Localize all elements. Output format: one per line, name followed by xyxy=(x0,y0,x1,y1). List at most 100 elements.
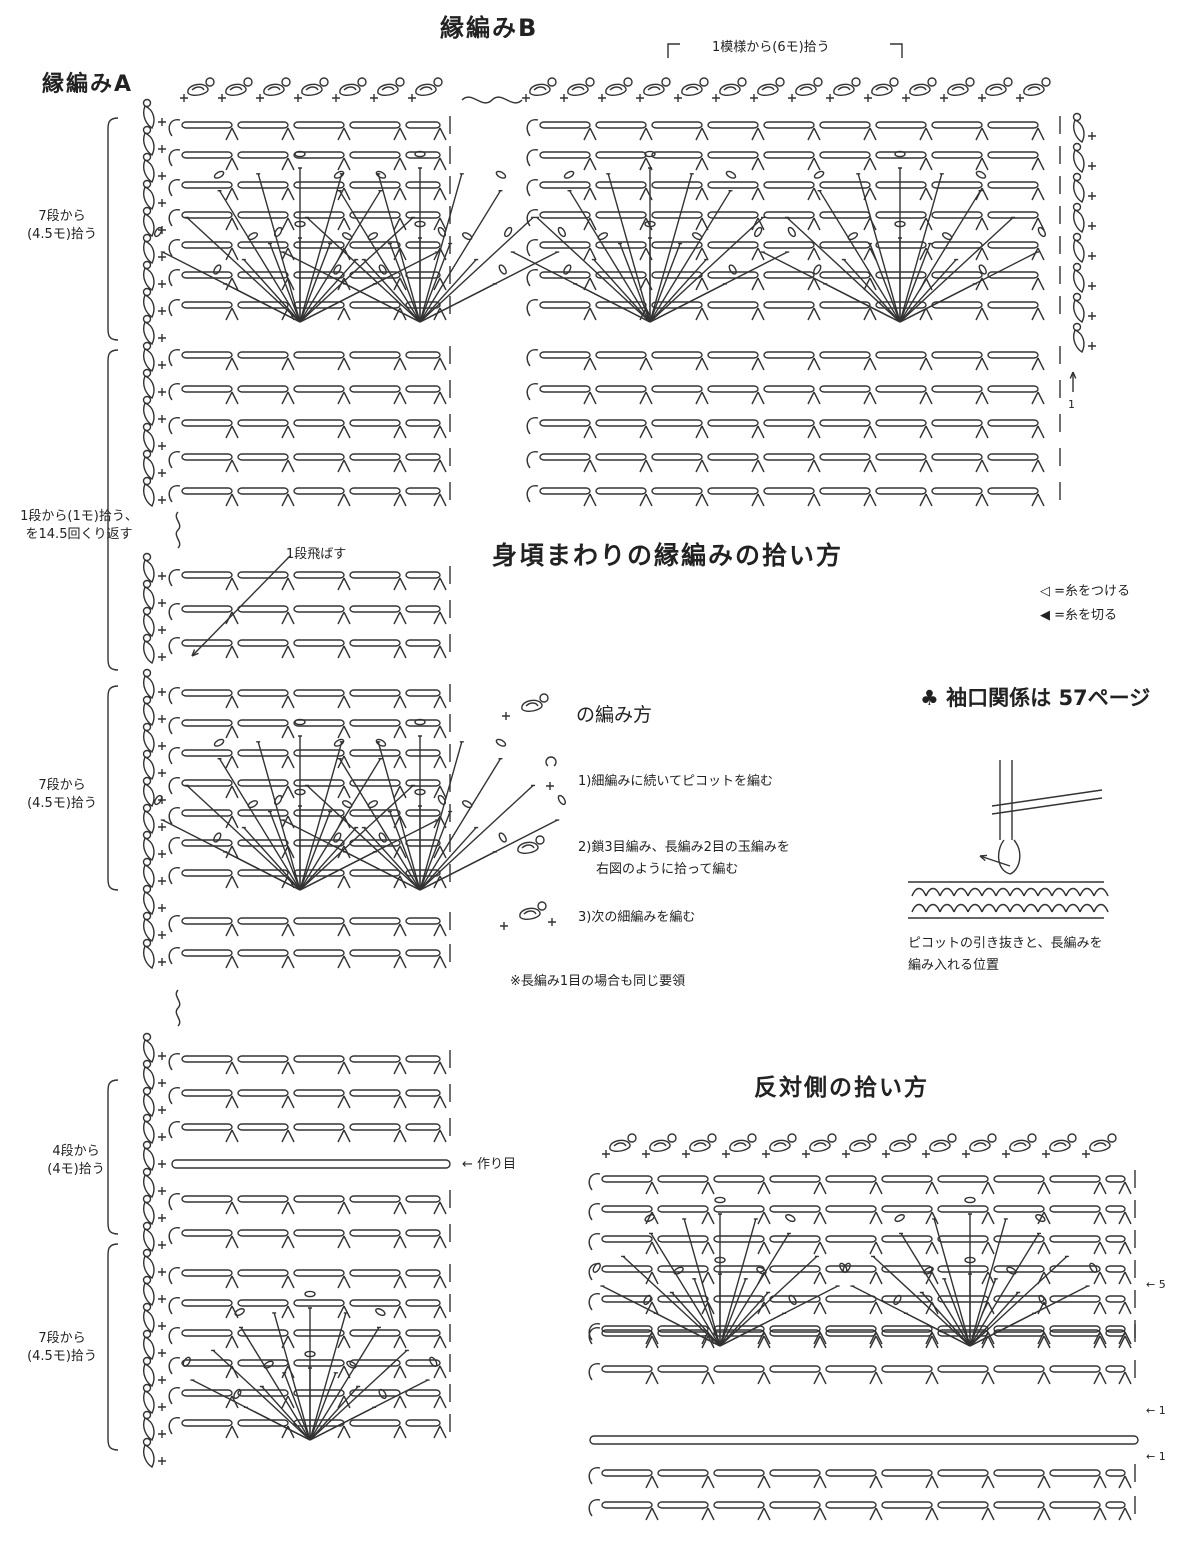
plain-row-opposite-chain xyxy=(769,1365,821,1373)
lace-opposite-row-chain xyxy=(601,1265,653,1273)
plain-row-mid2-turn xyxy=(168,947,181,965)
plain-row-opposite-bot-chain xyxy=(825,1501,877,1509)
illus-loop xyxy=(1065,887,1081,897)
lace-left-mid-fan-ray xyxy=(419,741,464,891)
lace-right-top-row-v xyxy=(807,247,821,261)
plain-row-right-chain xyxy=(931,419,983,427)
lace-left-mid-fan-inner-ray xyxy=(299,826,359,891)
plain-row-left-chain xyxy=(181,487,233,495)
plain-row-left-chain xyxy=(349,487,401,495)
plain-row-opposite-bot-chain xyxy=(601,1469,653,1477)
lace-opposite-row-v xyxy=(701,1181,715,1195)
lace-left-mid-row-turn xyxy=(168,717,181,735)
side-picot-mid2 xyxy=(142,884,155,915)
plain-row-left-turn xyxy=(168,349,181,367)
plain-row-right-chain xyxy=(931,385,983,393)
plain-row-bot-v xyxy=(433,1061,447,1075)
lace-right-top-row-chain xyxy=(539,301,591,309)
lace-right-top-row-chain xyxy=(931,301,983,309)
plain-row-mid-v xyxy=(225,577,239,591)
plain-row-opposite-turn xyxy=(588,1363,601,1381)
howto-title: の編み方 xyxy=(576,704,653,726)
lace-right-top-row-chain xyxy=(651,121,703,129)
illus-loop xyxy=(995,887,1011,897)
lace-opposite-row-chain xyxy=(1049,1325,1101,1333)
illus-loop-2 xyxy=(953,903,969,913)
lace-opposite-row-chain xyxy=(881,1205,933,1213)
lace-left-top-fan-arc-chain xyxy=(556,225,568,239)
lace-left-top-row-v xyxy=(225,127,239,141)
lace-right-top-fan-inner-ray xyxy=(867,242,901,323)
lace-right-top-fan-inner-arc-chain xyxy=(940,230,954,242)
lace-opposite-row-v xyxy=(701,1211,715,1225)
side-picot-mid xyxy=(142,606,155,637)
plain-row-right-chain xyxy=(987,351,1039,359)
side-picot-left xyxy=(142,152,155,183)
plain-row-left-chain xyxy=(293,487,345,495)
lace-left-top-row-chain xyxy=(293,181,345,189)
bracket-c xyxy=(107,1079,119,1235)
lace-opposite-row-chain xyxy=(825,1205,877,1213)
plain-row-mid2-v xyxy=(281,955,295,969)
plain-row-bot-v xyxy=(337,1095,351,1109)
side-picot-left-sc xyxy=(157,252,167,262)
lace-right-top-row-chain xyxy=(987,121,1039,129)
plain-row-opposite-bot-chain xyxy=(881,1501,933,1509)
plain-row-right-v xyxy=(1031,493,1045,507)
border-picot-top-left xyxy=(339,77,367,96)
lace-opposite-fan-inner-arc-chain xyxy=(755,1265,768,1277)
lace-left-mid-row-chain xyxy=(349,869,401,877)
lace-left-mid-fan-ray xyxy=(337,757,421,891)
lace-left-top-row-chain xyxy=(181,271,233,279)
lace-right-top-row-v xyxy=(583,187,597,201)
plain-row-right-v xyxy=(1031,357,1045,371)
lace-opposite-row-v xyxy=(869,1271,883,1285)
plain-row-left-v xyxy=(393,357,407,371)
lace-opposite-fan-inner-ray xyxy=(968,1273,972,1346)
lace-left-top-row-v xyxy=(337,217,351,231)
plain-row-mid2-v xyxy=(337,955,351,969)
lace-left-mid-fan-inner-arc-chain xyxy=(246,798,260,810)
lace-right-top-fan-inner-arc-chain xyxy=(846,230,860,242)
lace-left-top-fan-inner-ray xyxy=(299,283,377,323)
lace-opposite-row-v xyxy=(813,1331,827,1345)
lace-right-top-row-turn xyxy=(526,239,539,257)
lace-opposite-row-v xyxy=(1093,1331,1107,1345)
plain-row-bot-chain xyxy=(237,1089,289,1097)
side-picot-bot-sc xyxy=(157,1321,167,1331)
plain-row-right-chain xyxy=(931,351,983,359)
lace-right-top-row-v xyxy=(695,157,709,171)
illus-loop-2 xyxy=(925,903,941,913)
lace-opposite-row-v xyxy=(701,1271,715,1285)
illus-dc xyxy=(997,839,1021,875)
lace-left-top-fan-ray xyxy=(217,189,301,323)
lace-left-top-fan-ray xyxy=(304,216,421,323)
plain-row-opposite-v xyxy=(645,1371,659,1385)
lace-left-mid-row-v xyxy=(433,725,447,739)
lace-left-mid-fan-inner-arc-chain xyxy=(497,831,509,844)
plain-row-mid-v xyxy=(393,577,407,591)
plain-row-opposite-chain xyxy=(993,1329,1045,1337)
plain-row-mid2-v xyxy=(393,923,407,937)
howto-step3: 3)次の細編みを編む xyxy=(578,910,696,925)
lace-left-bot-fan-inner-arc-chain xyxy=(262,1359,275,1371)
plain-row-right-v xyxy=(583,425,597,439)
lace-left-top-row-turn xyxy=(168,209,181,227)
border-picot-opposite-sc xyxy=(921,1149,931,1159)
lace-right-top-row-v xyxy=(1031,157,1045,171)
side-picot-left-sc xyxy=(157,306,167,316)
lace-left-bot-row-chain xyxy=(349,1419,401,1427)
side-picot-mid2-sc xyxy=(157,768,167,778)
lace-left-top-row-chain xyxy=(349,301,401,309)
plain-row-opposite-v xyxy=(1037,1335,1051,1349)
plain-row-right-turn xyxy=(526,349,539,367)
plain-row-opposite-bot-v xyxy=(1118,1507,1132,1521)
side-picot-left-sc xyxy=(157,495,167,505)
lace-opposite-row-chain xyxy=(881,1175,933,1183)
lace-left-bot-row-turn xyxy=(168,1417,181,1435)
lace-right-top-row-v xyxy=(1031,307,1045,321)
plain-row-opposite-bot-v xyxy=(1093,1475,1107,1489)
lace-left-bot-fan-inner-ray xyxy=(309,1385,361,1441)
lace-right-top-fan-inner-arc-chain xyxy=(690,230,704,242)
lace-left-bot-row-v xyxy=(393,1395,407,1409)
